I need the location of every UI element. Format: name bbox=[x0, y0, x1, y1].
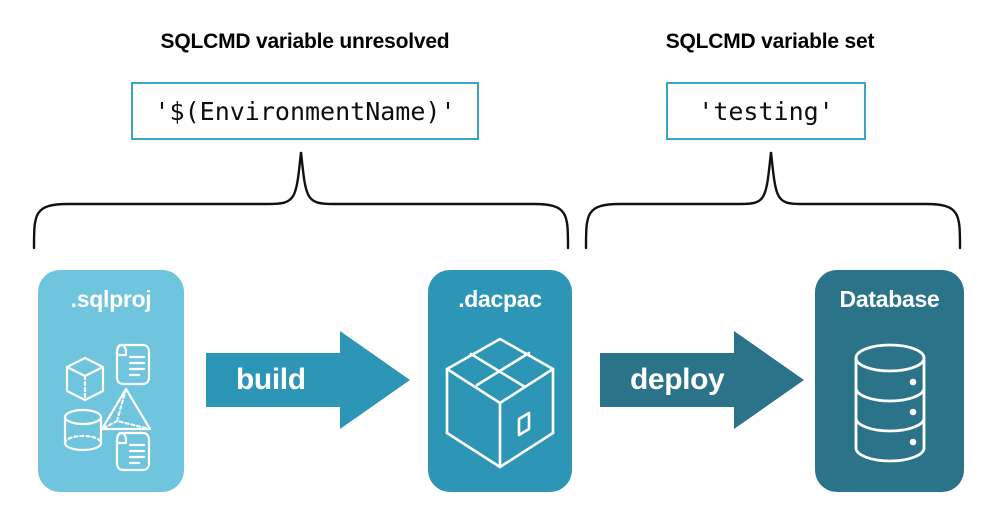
cylinder-icon bbox=[63, 408, 103, 451]
arrow-build: build bbox=[206, 331, 410, 429]
left-brace bbox=[32, 151, 570, 250]
db-status-dot-3 bbox=[909, 438, 916, 445]
artifact-label-database: Database bbox=[839, 286, 940, 312]
caption-sqlcmd-variable-set: SQLCMD variable set bbox=[665, 30, 875, 53]
pyramid-icon bbox=[100, 387, 152, 430]
db-status-dot-2 bbox=[909, 408, 916, 415]
right-brace bbox=[584, 151, 962, 250]
arrow-deploy: deploy bbox=[600, 331, 804, 429]
arrow-build-shape bbox=[206, 331, 410, 429]
code-value-box-set: 'testing' bbox=[666, 82, 866, 140]
artifact-label-dacpac: .dacpac bbox=[458, 286, 542, 312]
sqlproj-shapes-svg bbox=[63, 343, 152, 471]
caption-sqlcmd-variable-unresolved: SQLCMD variable unresolved bbox=[160, 30, 450, 53]
dacpac-icon-group bbox=[428, 313, 572, 492]
scroll-icon-top bbox=[115, 343, 151, 385]
package-box-icon bbox=[445, 337, 555, 468]
artifact-box-dacpac: .dacpac bbox=[428, 270, 572, 492]
sqlproj-icon-group bbox=[38, 313, 184, 492]
artifact-box-sqlproj: .sqlproj bbox=[38, 270, 184, 492]
cube-icon bbox=[65, 356, 105, 401]
database-cylinder-icon bbox=[854, 343, 925, 462]
database-icon-group bbox=[815, 313, 964, 492]
scroll-icon-bottom bbox=[115, 431, 151, 471]
db-status-dot-1 bbox=[909, 378, 916, 385]
arrow-deploy-shape bbox=[600, 331, 804, 429]
artifact-box-database: Database bbox=[815, 270, 964, 492]
code-value-box-unresolved: '$(EnvironmentName)' bbox=[131, 82, 479, 140]
artifact-label-sqlproj: .sqlproj bbox=[70, 286, 152, 312]
